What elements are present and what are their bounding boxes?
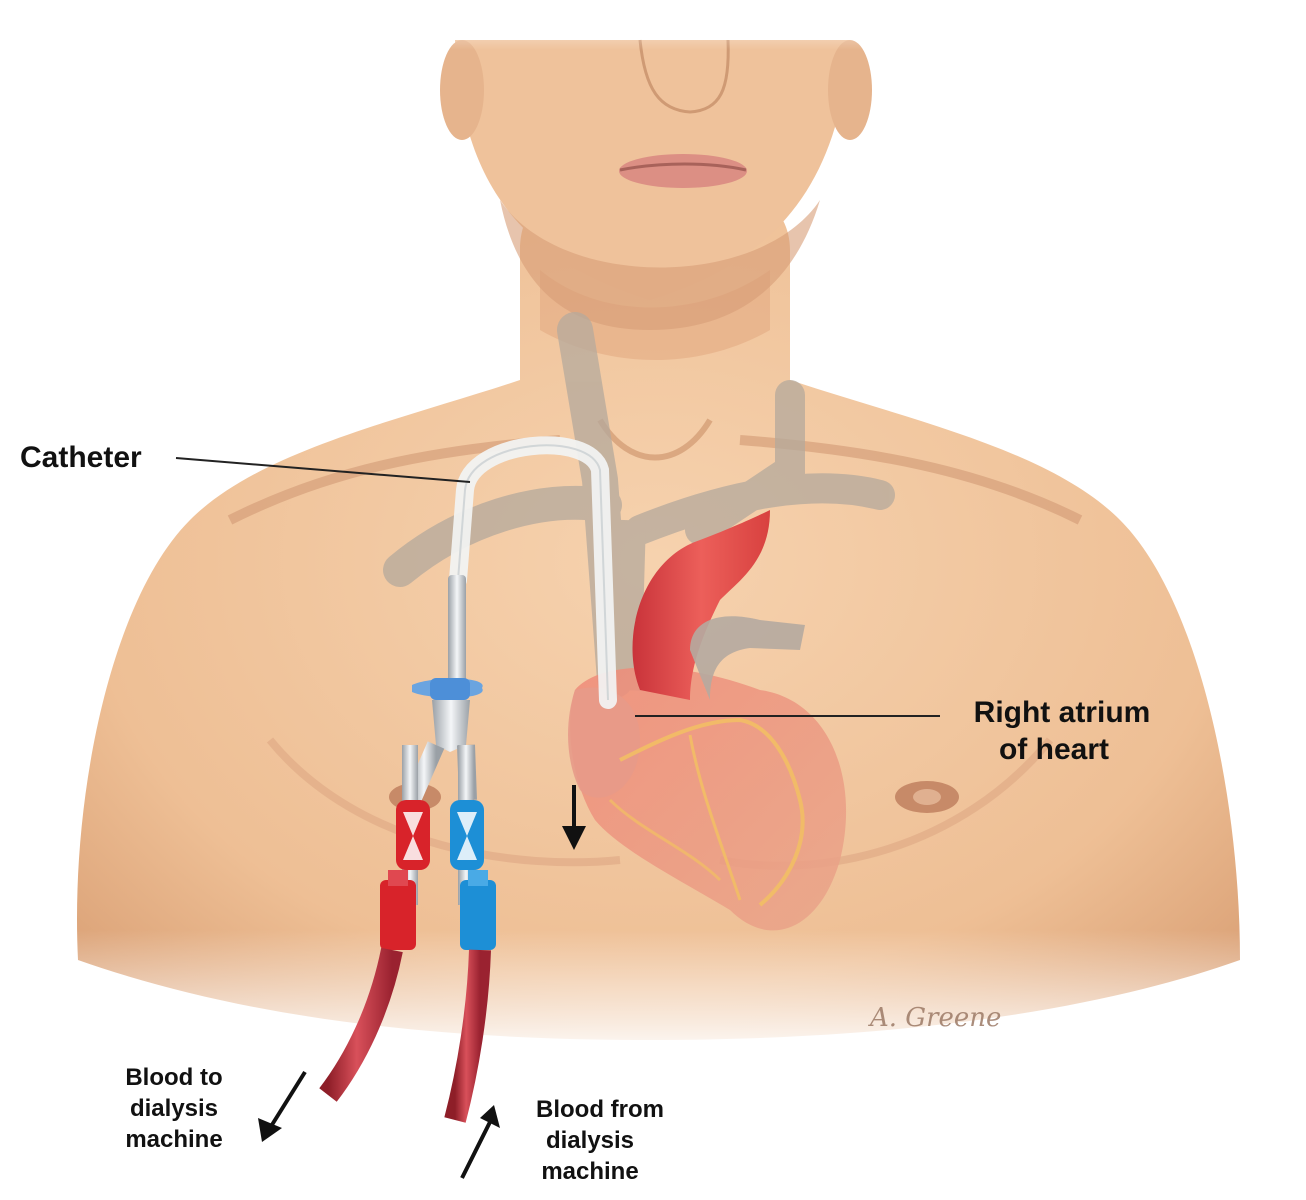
pulmonary-artery xyxy=(690,616,805,700)
label-blood-from-line1: Blood from xyxy=(536,1096,664,1123)
venous-connector xyxy=(460,880,496,950)
venous-clamp xyxy=(450,800,484,870)
arterial-clamp xyxy=(396,800,430,870)
label-blood-from-line3: machine xyxy=(541,1158,638,1185)
mouth xyxy=(619,154,747,188)
arrow-up-right-icon xyxy=(460,1105,500,1179)
label-blood-to-line2: dialysis xyxy=(130,1095,218,1122)
label-catheter: Catheter xyxy=(20,441,142,474)
nose xyxy=(638,39,730,114)
catheter-shaft xyxy=(448,575,466,690)
artist-signature: A. Greene xyxy=(868,1003,1001,1033)
venous-tubing xyxy=(444,949,491,1123)
subclavian-vein-left xyxy=(383,485,622,587)
subclavian-vein-right xyxy=(625,473,895,545)
catheter-device xyxy=(319,436,617,1123)
aorta xyxy=(632,510,770,700)
coronary-vessel xyxy=(619,717,805,907)
label-blood-to-line3: machine xyxy=(125,1126,222,1153)
label-blood-to-line1: Blood to xyxy=(125,1064,222,1091)
arrow-down-left-icon xyxy=(258,1070,307,1142)
arrow-down-icon xyxy=(562,785,586,850)
arterial-connector xyxy=(380,880,416,950)
right-atrium xyxy=(568,687,640,798)
label-blood-from-line2: dialysis xyxy=(546,1127,634,1154)
heart xyxy=(568,510,847,931)
label-right-atrium-line2: of heart xyxy=(999,733,1109,766)
arterial-tubing xyxy=(319,947,403,1102)
label-right-atrium-line1: Right atrium xyxy=(974,696,1151,729)
catheter-leader-line xyxy=(175,457,471,483)
superior-vena-cava xyxy=(599,519,646,691)
